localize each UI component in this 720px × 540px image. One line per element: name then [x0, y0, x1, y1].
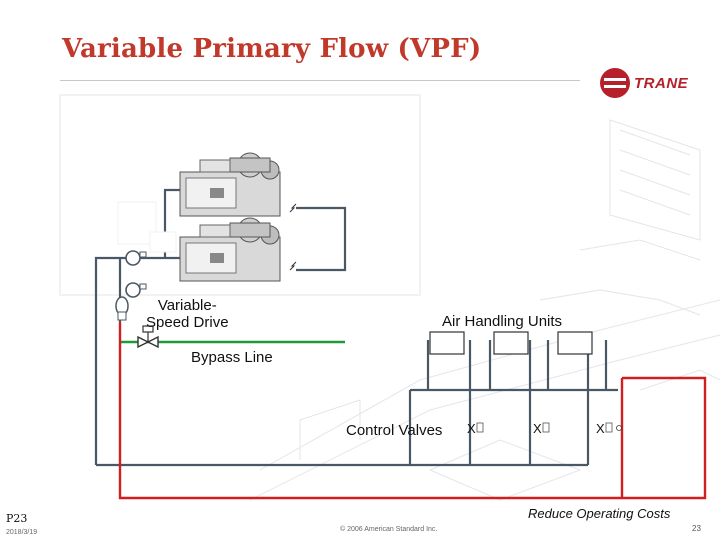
- trane-logo-emblem: [600, 68, 630, 98]
- svg-text:X: X: [596, 421, 605, 436]
- title-divider: [60, 80, 580, 81]
- page-number: 23: [692, 524, 701, 533]
- trane-logo: [600, 68, 630, 98]
- air-handling-units-label: Air Handling Units: [442, 313, 563, 330]
- svg-text:X: X: [467, 421, 476, 436]
- ahu-unit-3: [557, 331, 593, 355]
- supply-piping: [118, 322, 707, 500]
- variable-speed-drive: [115, 296, 129, 321]
- background-building-sketch: [249, 119, 720, 501]
- air-handling-units: [429, 331, 593, 355]
- svg-text:X: X: [533, 421, 542, 436]
- ahu-unit-2: [493, 331, 529, 355]
- slide-code: P23: [6, 512, 28, 525]
- pump-2: [125, 282, 147, 298]
- ahu-unit-1: [429, 331, 465, 355]
- variable-speed-drive-label: Variable- Speed Drive: [146, 297, 229, 331]
- bypass-valve: [137, 325, 159, 349]
- control-valve-2: X: [533, 421, 550, 436]
- vsd-label-line-2: Speed Drive: [146, 314, 229, 331]
- slide-date: 2018/3/19: [6, 529, 38, 536]
- control-valve-1: X: [467, 421, 484, 436]
- slide-title: Variable Primary Flow (VPF): [62, 34, 482, 64]
- chiller-2: [179, 217, 297, 282]
- trane-logo-text: TRANE: [634, 75, 689, 92]
- control-valves-label: Control Valves: [346, 422, 443, 439]
- chiller-1: [179, 152, 297, 217]
- vsd-label-line-1: Variable-: [157, 297, 217, 314]
- tagline: Reduce Operating Costs: [528, 506, 671, 521]
- control-valve-3: X: [596, 421, 622, 436]
- bypass-line-label: Bypass Line: [191, 349, 273, 366]
- copyright-notice: © 2006 American Standard Inc.: [340, 526, 438, 533]
- pump-1: [125, 250, 147, 266]
